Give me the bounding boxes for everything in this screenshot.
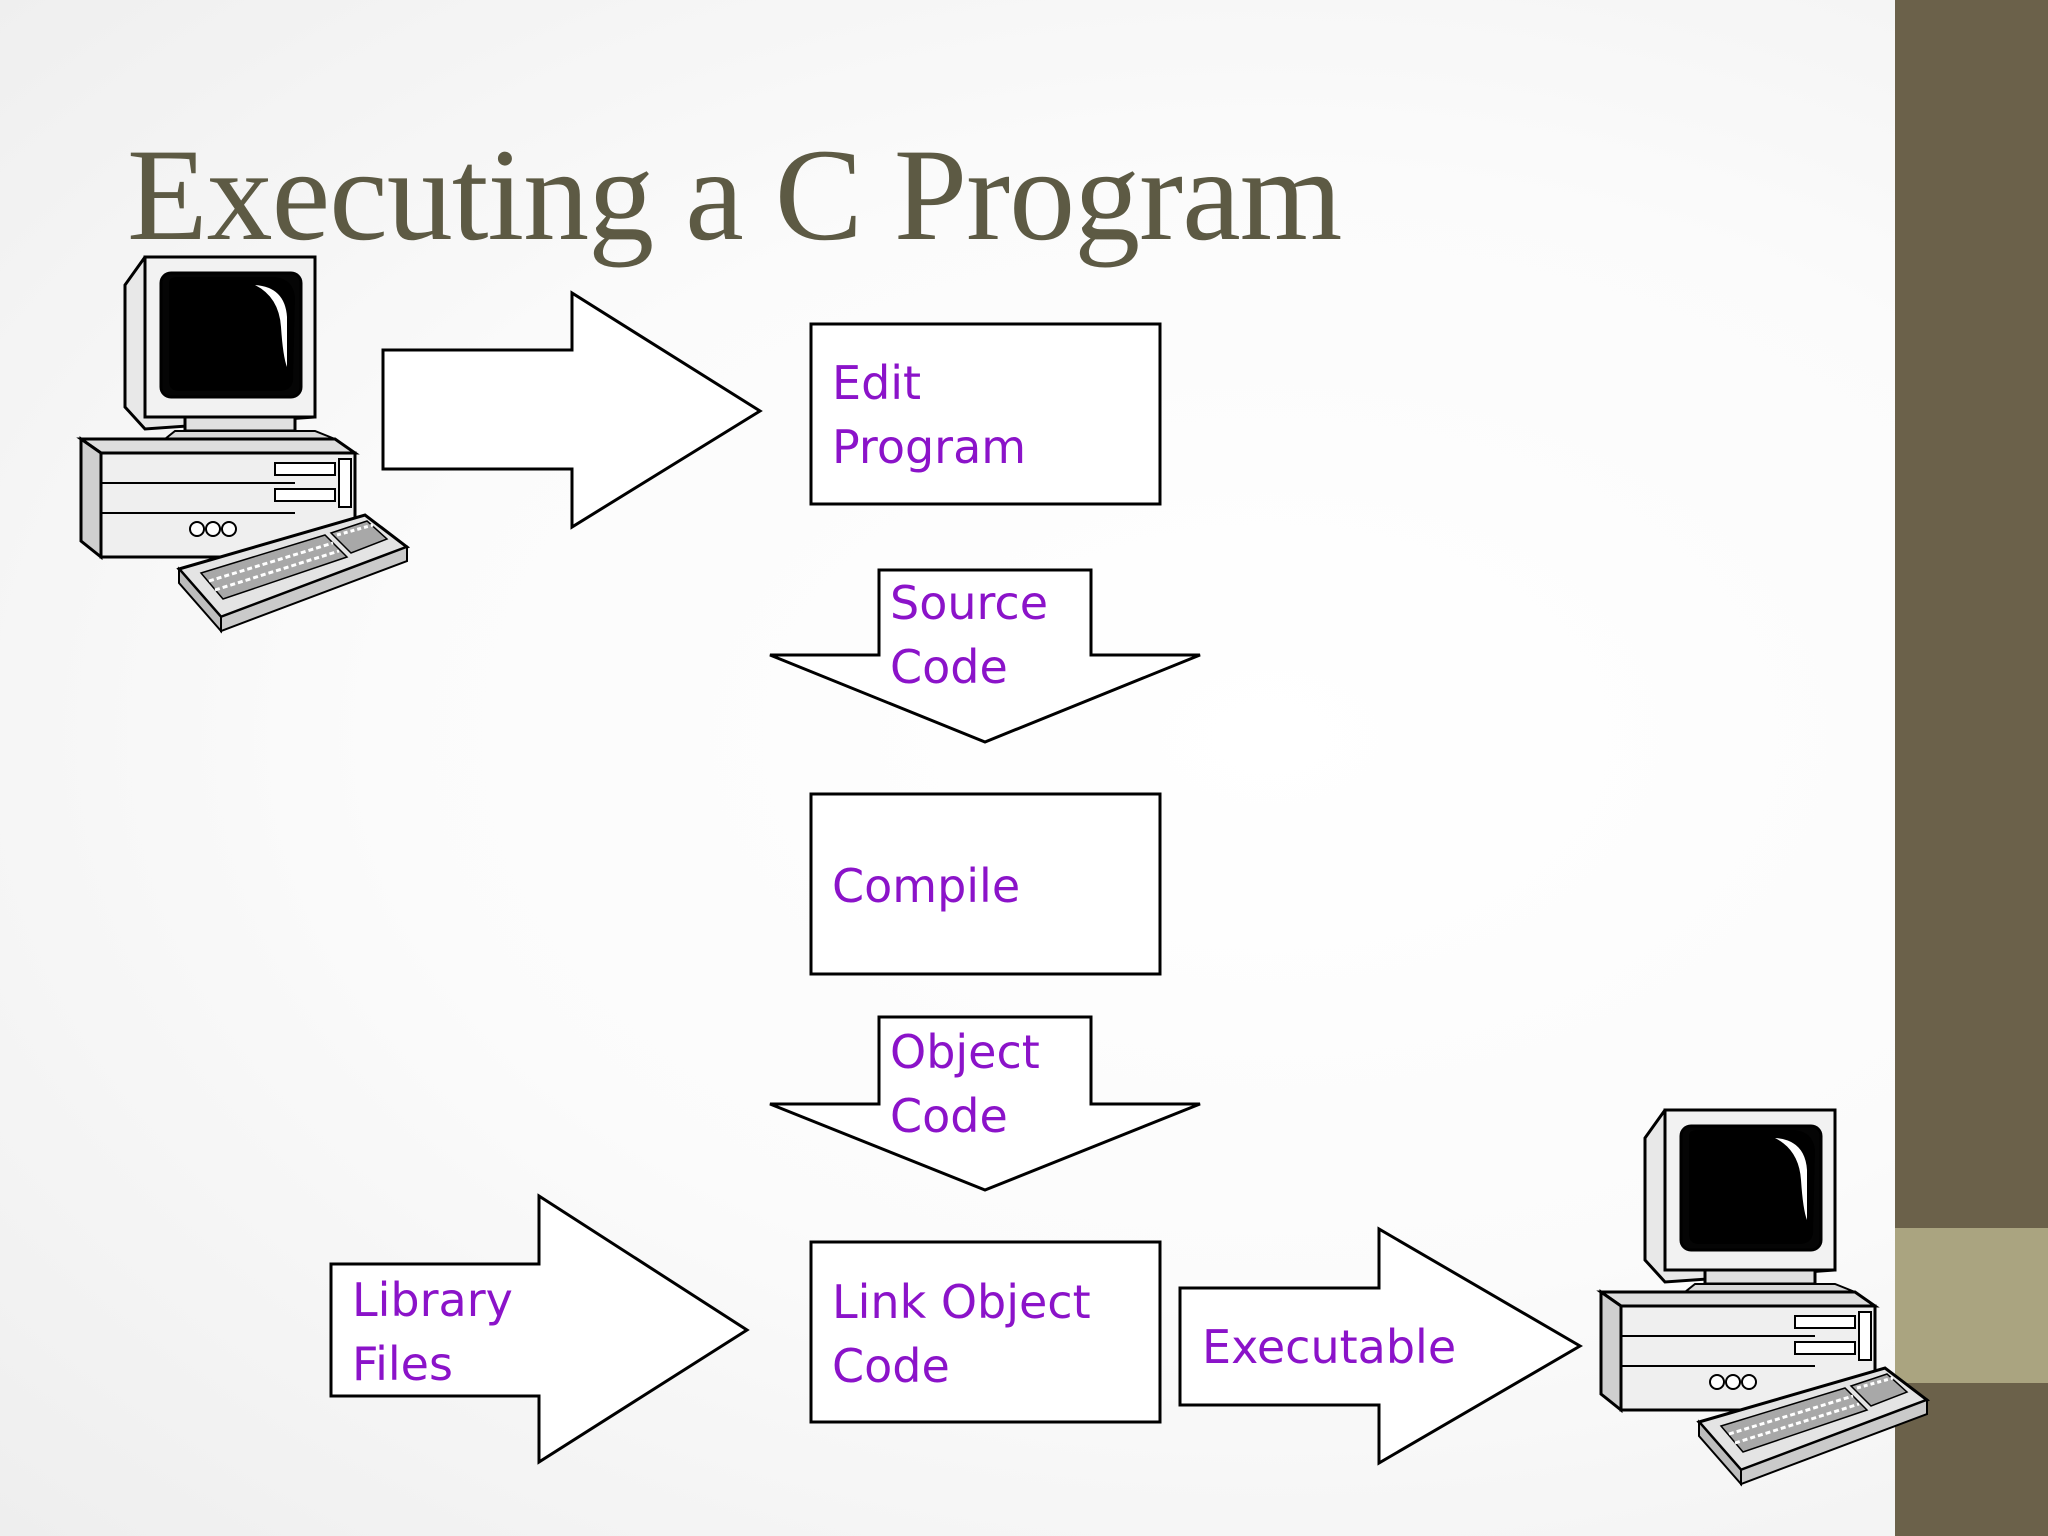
desktop-computer-icon bbox=[79, 255, 409, 633]
desktop-computer-icon bbox=[1599, 1108, 1929, 1486]
executable-label-line1: Executable bbox=[1202, 1320, 1457, 1374]
compile-label-line1: Compile bbox=[832, 859, 1021, 913]
link-object-code-label: Link Object Code bbox=[832, 1270, 1091, 1398]
source-code-label-line2: Code bbox=[890, 640, 1008, 694]
library-files-label-line2: Files bbox=[352, 1337, 453, 1391]
library-files-label-line1: Library bbox=[352, 1273, 513, 1327]
source-code-label: Source Code bbox=[890, 571, 1048, 699]
link-object-code-label-line1: Link Object bbox=[832, 1275, 1091, 1329]
edit-program-box bbox=[809, 322, 1162, 506]
source-code-label-line1: Source bbox=[890, 576, 1048, 630]
link-object-code-box bbox=[809, 1240, 1162, 1424]
link-object-code-label-line2: Code bbox=[832, 1339, 950, 1393]
object-code-arrow bbox=[769, 1015, 1201, 1192]
object-code-label-line1: Object bbox=[890, 1025, 1040, 1079]
object-code-label-line2: Code bbox=[890, 1089, 1008, 1143]
object-code-label: Object Code bbox=[890, 1020, 1040, 1148]
compile-label: Compile bbox=[832, 854, 1020, 918]
executable-label: Executable bbox=[1202, 1315, 1456, 1379]
source-code-arrow bbox=[769, 568, 1201, 744]
arrow-computer-to-edit bbox=[381, 290, 763, 530]
slide-sidebar-accent bbox=[1895, 1228, 2048, 1383]
slide-title: Executing a C Program bbox=[127, 121, 1342, 268]
library-files-label: Library Files bbox=[352, 1268, 513, 1396]
edit-program-label-line2: Program bbox=[832, 420, 1027, 474]
library-files-arrow bbox=[329, 1193, 750, 1465]
edit-program-label-line1: Edit bbox=[832, 356, 922, 410]
executable-arrow bbox=[1178, 1226, 1583, 1466]
edit-program-label: Edit Program bbox=[832, 351, 1026, 479]
compile-box bbox=[809, 792, 1162, 976]
